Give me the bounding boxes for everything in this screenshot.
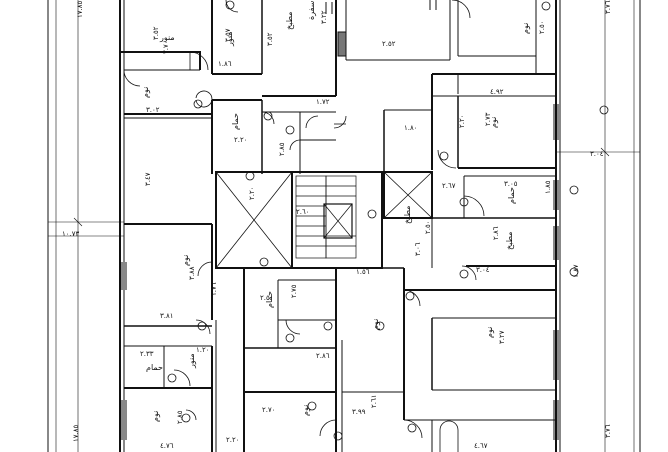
windows (121, 0, 559, 440)
dim-label: ١.٨٦ (218, 60, 232, 68)
dim-label: ٤.٧٦ (160, 442, 174, 450)
room-label: نوم (485, 327, 494, 338)
dim-label: ٣.٩٩ (352, 408, 366, 416)
dim-label: ٢.٨٥ (278, 142, 286, 156)
dim-label: ٣.٥٧ (224, 28, 232, 42)
room-label: مطبخ (505, 232, 514, 250)
dim-label: ٢.٧٥ (290, 284, 298, 298)
room-label: نوم (371, 319, 380, 330)
dim-label: ٢.٦١ (370, 394, 378, 408)
dim-label: ٢.٢٠ (226, 436, 240, 444)
dim-label: ٣.٠٦ (414, 242, 422, 256)
dim-label: ٣.٧٦ (604, 424, 612, 438)
room-labels: نوم نوم نوم نوم نوم نوم نوم حمام حمام حم… (141, 0, 530, 422)
room-label: سفرة (307, 0, 316, 20)
dim-label: ٢.٢٠ (248, 186, 256, 200)
room-label: مطبخ (403, 206, 412, 224)
dim-label: ١.٨٠ (404, 124, 418, 132)
dim-label: ١.٧٢ (316, 98, 330, 106)
dim-label: ٣.٨١ (160, 312, 174, 320)
dimension-lines (48, 0, 640, 452)
dim-label: ٢.٢٠ (234, 136, 248, 144)
dim-label: ١٧.٨٥ (72, 424, 80, 442)
room-label: حمام (265, 291, 274, 308)
dim-label: ٢.٢٠ (458, 114, 466, 128)
dimension-labels: ٢.٥٢ ٣.٧٠ ٣.٠٢ ٣.٤٧ ٣.٨٨ ٣.٨١ ٢.٢٠ ٢.٨٥ … (62, 0, 612, 450)
room-label: حمام (231, 113, 240, 130)
dim-label: ١.٧٦ (210, 282, 218, 296)
dim-label: ٢.٨٦ (492, 226, 500, 240)
room-label: نوم (181, 255, 190, 266)
dim-label: ٣.٥٢ (152, 26, 160, 40)
dim-label: ٢.٦٧ (442, 182, 456, 190)
dim-label: ٣.٠٤ (476, 266, 490, 274)
room-label: حمام (507, 187, 516, 204)
room-label: نوم (141, 87, 150, 98)
room-label: مطبخ (285, 12, 294, 30)
dim-label: ٢.٥٢ (382, 40, 396, 48)
room-label: نوم (521, 23, 530, 34)
building-outline (47, 0, 641, 452)
dim-label: ٣.٤٧ (144, 172, 152, 186)
dim-label: ٢.٨٥ (176, 410, 184, 424)
dim-label: ٤.٩٢ (490, 88, 504, 96)
dim-label: ٢.٣٣ (140, 350, 154, 358)
room-label: نوم (489, 117, 498, 128)
dim-label: ١.٢٠ (196, 346, 210, 354)
dim-label: ٢.٨٦ (316, 352, 330, 360)
room-label: نوم (151, 411, 160, 422)
room-label: حمام (146, 363, 163, 372)
room-label: منور (159, 33, 175, 42)
door-swings (123, 0, 485, 452)
dim-label: ٣.٠٥ (504, 180, 518, 188)
dim-label: ٤.٦٧ (474, 442, 488, 450)
dim-label: ٣.٨٨ (188, 266, 196, 280)
dim-label: ٣.٧٠ (162, 40, 170, 54)
dim-label: ٢.٥٠ (424, 220, 432, 234)
dim-label: ٣.٢٧ (498, 330, 506, 344)
dim-label: ٣.٠٢ (146, 106, 160, 114)
dim-label: ٣.٥٢ (266, 32, 274, 46)
dim-label: ٢.٥٠ (260, 294, 274, 302)
dim-label: ٣.٠٤ (590, 150, 604, 158)
room-label: نوم (301, 405, 310, 416)
dim-label: ١٧.٨٥ (76, 0, 84, 18)
dim-label: ٢.٥٠ (538, 20, 546, 34)
dim-label: ٢.٧٠ (262, 406, 276, 414)
dim-label: ٣.٢٢ (320, 10, 328, 24)
level-markers (167, 0, 609, 441)
dim-label: ٢.٧٣ (484, 112, 492, 126)
dim-label: ١.٨٧ (572, 264, 580, 278)
dim-label: ١.٥٦ (356, 268, 370, 276)
dim-label: ١.٨٥ (544, 180, 552, 194)
interior-walls (120, 0, 556, 452)
room-label: منور (225, 31, 234, 47)
dim-label: ١٠.٧٣ (62, 230, 80, 238)
dim-label: ٣.٧٦ (604, 0, 612, 14)
dim-label: ٢.٦٠ (296, 208, 310, 216)
room-label: منور (187, 353, 196, 369)
